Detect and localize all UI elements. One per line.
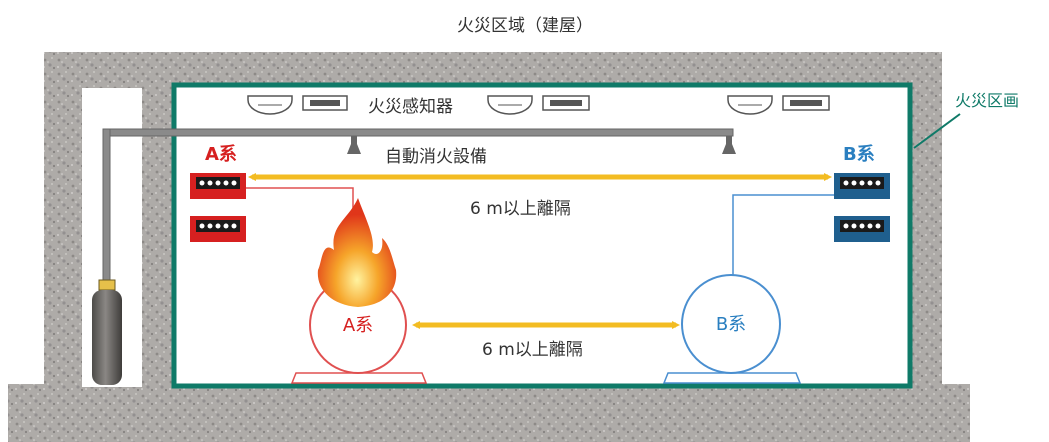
auto-extinguisher-label: 自動消火設備 (385, 147, 487, 167)
train-a-base-icon (290, 372, 428, 384)
heat-detector-icon (542, 95, 590, 111)
train-b-base-icon (662, 372, 802, 384)
nozzle-icon (722, 136, 736, 154)
separation-label-upper: 6 m以上離隔 (470, 199, 571, 219)
train-b-tank-icon (681, 274, 781, 374)
nozzle-icon (347, 136, 361, 154)
train-b-equipment-label: B系 (716, 314, 746, 335)
train-a-equipment: Α系 (290, 276, 428, 384)
train-a-panel-label: Α系 (205, 144, 237, 165)
train-b-panel-label: B系 (843, 144, 875, 165)
vertical-pipe (102, 128, 111, 295)
train-a-cable-tray-icon (190, 216, 246, 242)
train-a-equipment-label: Α系 (343, 315, 373, 336)
smoke-detector-icon (727, 95, 773, 115)
heat-detector-icon (782, 95, 830, 111)
building-structure (8, 52, 970, 442)
diagram-title: 火災区域（建屋） (457, 16, 593, 36)
heat-detector-icon (302, 95, 348, 111)
fire-compartment-label: 火災区画 (955, 91, 1019, 110)
horizontal-pipe (102, 128, 734, 137)
concrete-foundation (8, 384, 970, 442)
fire-detectors (247, 95, 830, 115)
separation-label-lower: 6 m以上離隔 (482, 340, 583, 360)
flame-icon (317, 198, 397, 307)
fire-detector-label: 火災感知器 (368, 97, 453, 117)
train-b-cable-tray-icon (834, 173, 890, 199)
smoke-detector-icon (487, 95, 533, 115)
concrete-roof-slab (44, 52, 942, 88)
train-b-cable (732, 194, 834, 282)
gas-cylinder-icon (92, 279, 122, 385)
concrete-right-wall (910, 52, 942, 387)
concrete-inner-wall (142, 88, 176, 387)
concrete-left-wall (44, 52, 82, 387)
fire-compartment-leader (913, 113, 961, 149)
train-b-cable-tray-icon (834, 216, 890, 242)
train-a-cable-tray-icon (190, 173, 246, 199)
smoke-detector-icon (247, 95, 293, 115)
train-b-equipment: B系 (662, 274, 802, 384)
